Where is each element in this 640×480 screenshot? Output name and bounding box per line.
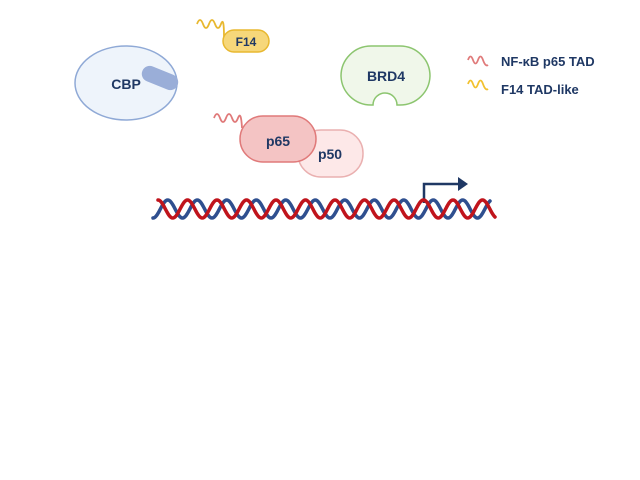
legend-label: NF-κB p65 TAD: [501, 54, 595, 69]
legend-swatch: [467, 79, 489, 91]
f14-label: F14: [236, 35, 257, 49]
brd4-label: BRD4: [367, 68, 405, 84]
cbp-label: CBP: [111, 76, 141, 92]
legend-item-p65-tad: NF-κB p65 TAD: [467, 54, 595, 69]
p65-tad-squiggle: [213, 113, 243, 129]
dna-strand-blue: [151, 198, 492, 220]
brd4-protein: BRD4: [340, 45, 431, 106]
legend-item-f14-tad-like: F14 TAD-like: [467, 79, 579, 97]
legend-swatch: [467, 55, 489, 67]
legend: NF-κB p65 TAD F14 TAD-like: [467, 54, 595, 97]
f14-protein: F14: [196, 19, 270, 53]
legend-label: F14 TAD-like: [501, 82, 579, 97]
dna-helix: [151, 198, 497, 220]
p65-label: p65: [266, 133, 290, 149]
p65-protein: p65: [213, 113, 317, 163]
f14-tad-squiggle: [196, 19, 225, 38]
cbp-protein: CBP: [74, 45, 179, 121]
transcription-start-arrow: [422, 177, 468, 203]
p50-label: p50: [318, 146, 342, 162]
dna-strand-red: [156, 198, 497, 220]
